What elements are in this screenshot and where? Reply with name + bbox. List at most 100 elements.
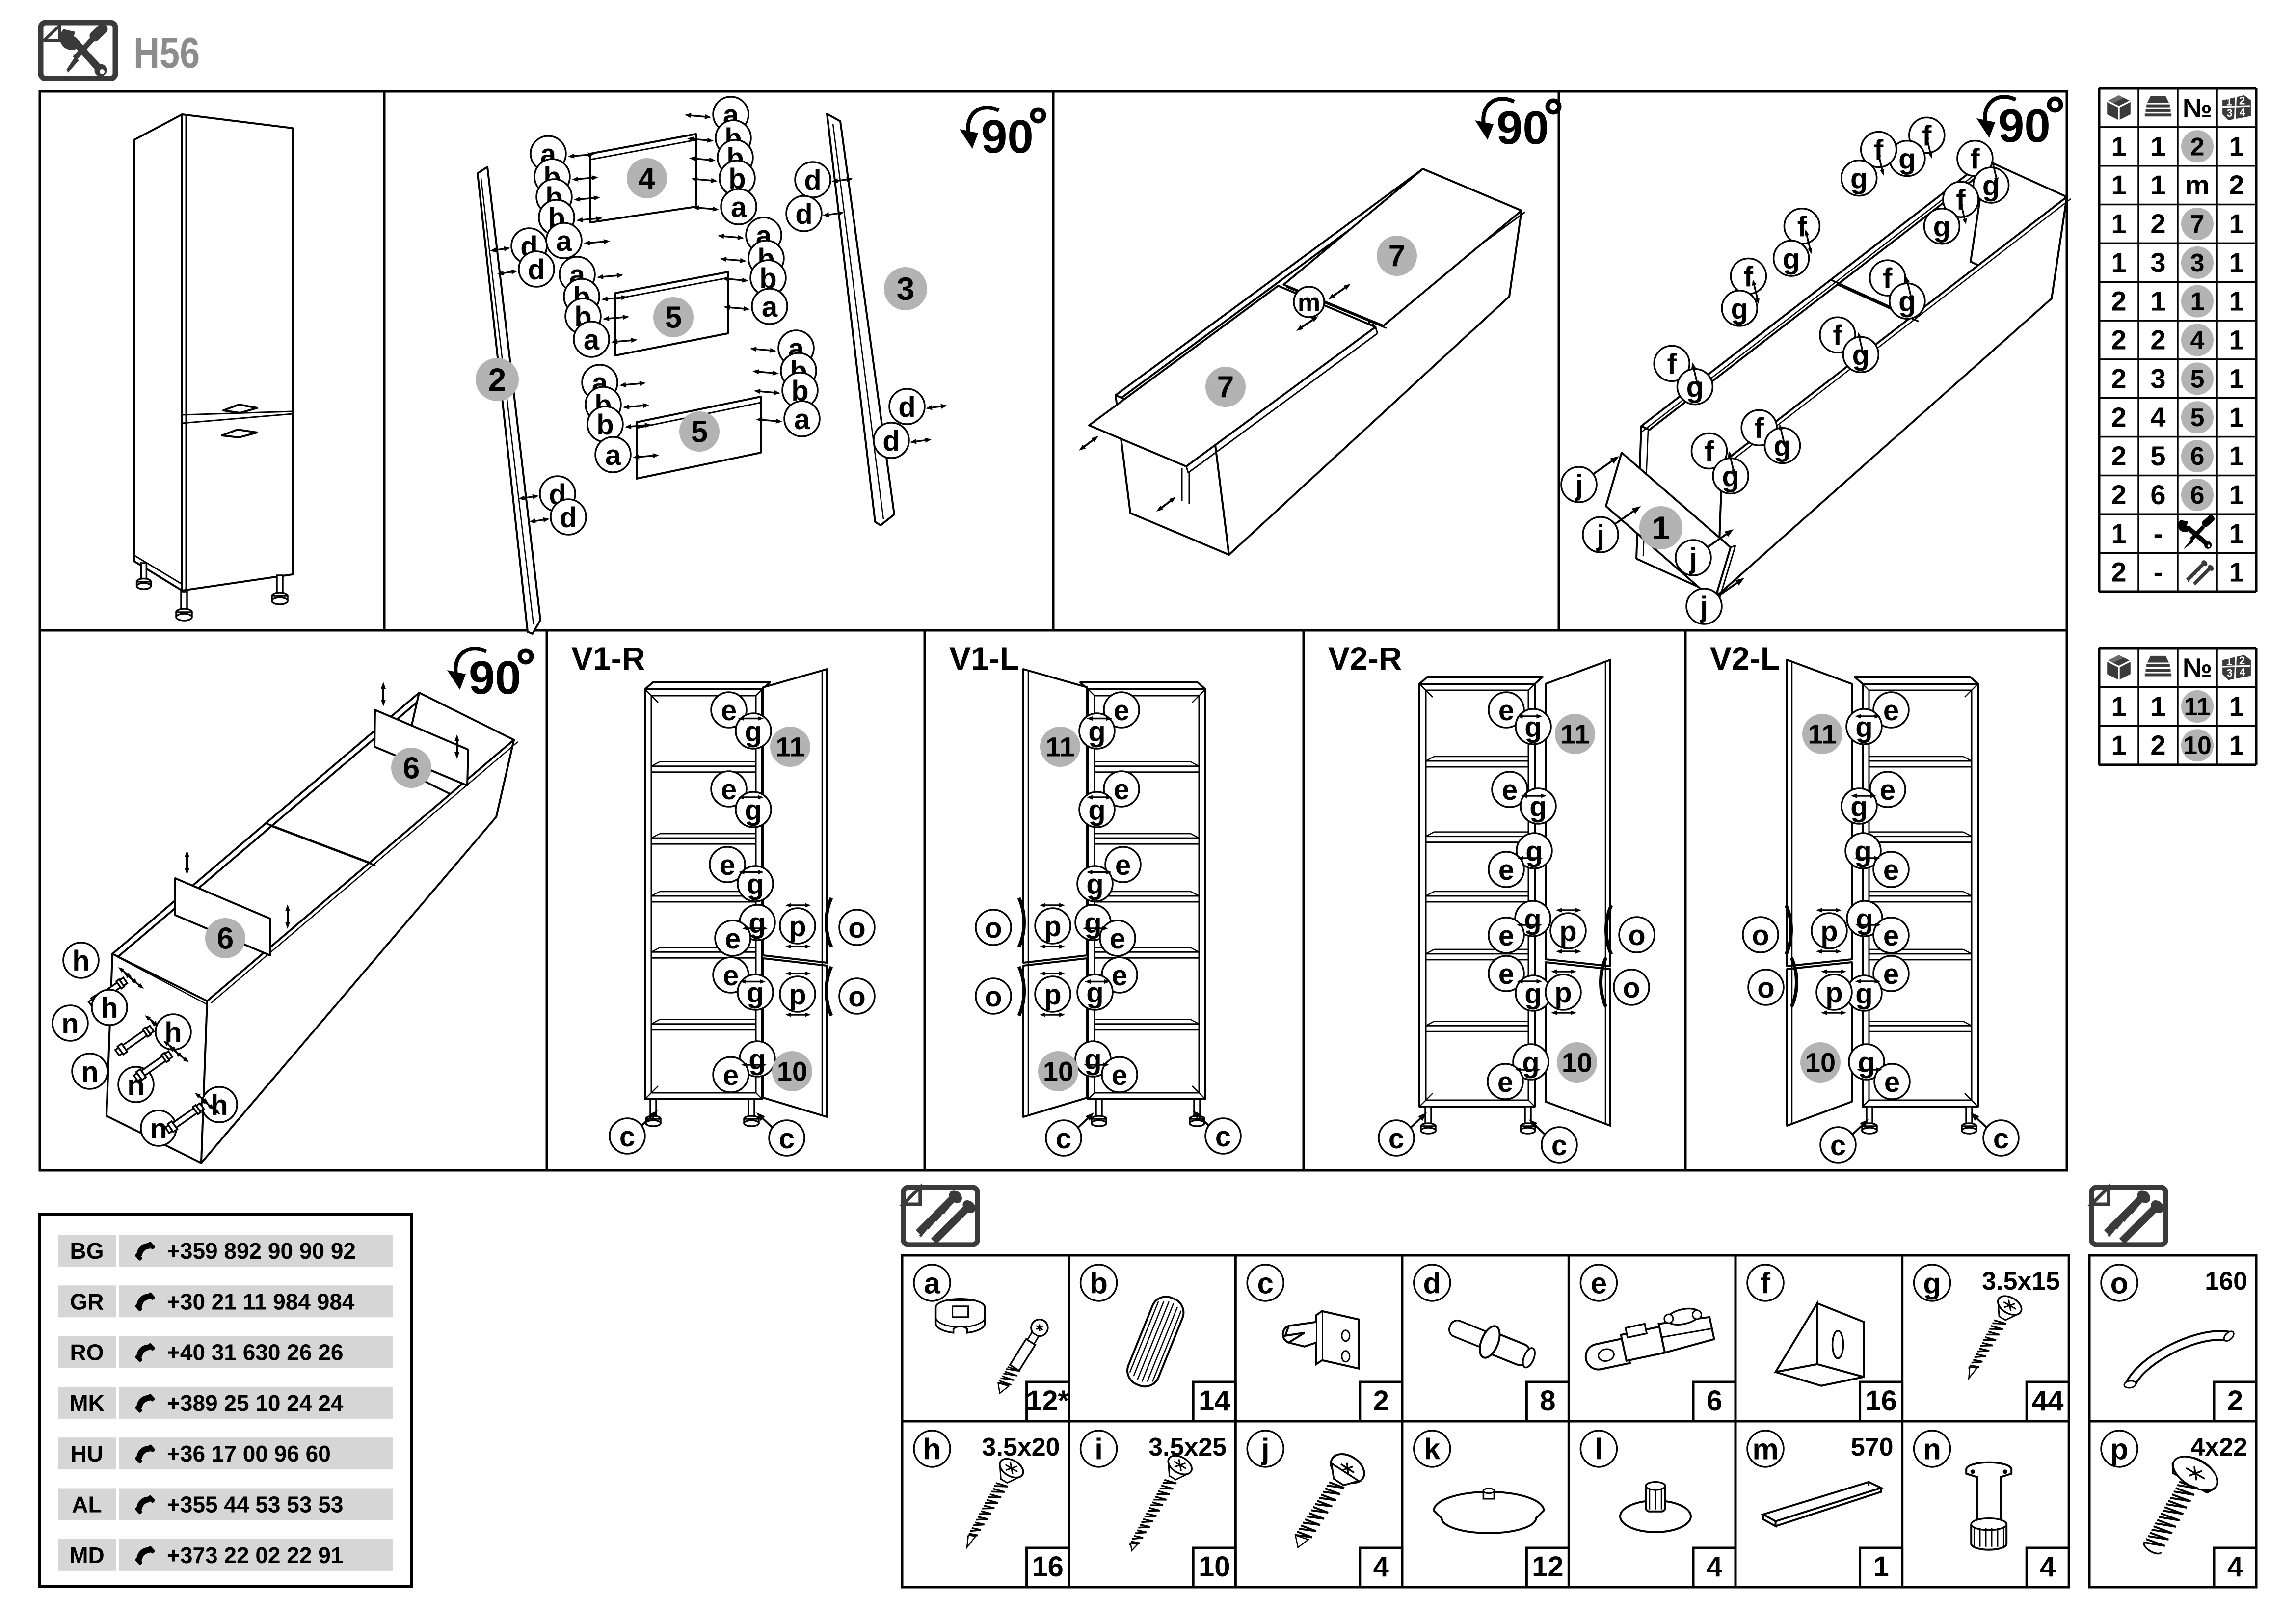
svg-text:g: g <box>1855 978 1872 1010</box>
svg-text:11: 11 <box>775 731 804 762</box>
svg-text:a: a <box>794 404 810 435</box>
svg-text:+40 31 630 26 26: +40 31 630 26 26 <box>167 1340 343 1365</box>
svg-text:3.5x15: 3.5x15 <box>1982 1267 2060 1296</box>
svg-text:g: g <box>1898 143 1916 175</box>
svg-text:HU: HU <box>71 1441 103 1466</box>
svg-text:c: c <box>1388 1123 1404 1155</box>
svg-text:a: a <box>731 191 747 223</box>
svg-text:2: 2 <box>2150 325 2165 355</box>
svg-text:d: d <box>804 164 821 196</box>
svg-text:1: 1 <box>2229 479 2244 510</box>
svg-text:1: 1 <box>2229 247 2244 278</box>
svg-text:p: p <box>789 979 806 1011</box>
svg-text:e: e <box>1883 854 1899 886</box>
svg-text:BG: BG <box>70 1238 104 1264</box>
svg-text:GR: GR <box>70 1289 104 1314</box>
svg-text:d: d <box>898 391 915 423</box>
svg-text:p: p <box>789 911 806 943</box>
svg-text:MD: MD <box>69 1543 105 1568</box>
svg-text:g: g <box>748 907 766 939</box>
svg-text:e: e <box>721 695 737 727</box>
svg-text:j: j <box>1596 519 1604 551</box>
svg-text:2: 2 <box>2150 208 2165 239</box>
svg-text:2: 2 <box>2111 402 2126 433</box>
svg-text:RO: RO <box>70 1340 104 1365</box>
svg-text:V2-L: V2-L <box>1710 640 1780 677</box>
svg-text:4: 4 <box>2040 1551 2056 1583</box>
svg-text:g: g <box>745 794 762 826</box>
svg-text:f: f <box>1883 263 1893 295</box>
svg-text:c: c <box>619 1121 635 1153</box>
svg-text:g: g <box>1850 163 1868 195</box>
svg-text:1: 1 <box>2111 730 2126 760</box>
svg-text:V1-R: V1-R <box>571 640 645 677</box>
svg-text:1: 1 <box>2150 691 2165 722</box>
svg-text:1: 1 <box>2229 730 2244 760</box>
svg-text:6: 6 <box>2190 481 2205 510</box>
svg-text:g: g <box>1522 1047 1539 1079</box>
svg-text:h: h <box>211 1089 228 1121</box>
svg-text:f: f <box>1744 261 1754 293</box>
svg-text:2: 2 <box>2111 479 2126 510</box>
svg-text:1: 1 <box>2229 440 2244 471</box>
svg-text:c: c <box>1257 1267 1274 1300</box>
svg-text:570: 570 <box>1851 1433 1894 1462</box>
svg-text:g: g <box>748 1044 766 1076</box>
svg-text:12*: 12* <box>1026 1385 1069 1417</box>
svg-text:+30 21 11 984 984: +30 21 11 984 984 <box>167 1289 355 1314</box>
svg-text:4: 4 <box>639 162 656 196</box>
svg-text:g: g <box>745 716 762 748</box>
svg-text:f: f <box>1667 348 1677 380</box>
svg-text:4: 4 <box>2227 1551 2243 1583</box>
svg-text:g: g <box>1858 1047 1875 1079</box>
svg-text:3: 3 <box>2226 667 2232 679</box>
svg-text:+389 25 10 24 24: +389 25 10 24 24 <box>167 1390 344 1416</box>
svg-text:e: e <box>1880 774 1896 806</box>
svg-text:90: 90 <box>469 651 521 704</box>
svg-text:1: 1 <box>2150 286 2165 317</box>
svg-text:f: f <box>1970 143 1980 175</box>
svg-text:3: 3 <box>897 271 915 307</box>
svg-text:e: e <box>1884 1066 1900 1098</box>
svg-text:a: a <box>762 291 778 323</box>
svg-text:g: g <box>1088 716 1105 748</box>
svg-text:44: 44 <box>2032 1385 2064 1417</box>
svg-text:2: 2 <box>2111 363 2126 394</box>
svg-text:1: 1 <box>1652 510 1670 546</box>
svg-text:1: 1 <box>2229 518 2244 549</box>
svg-text:p: p <box>1554 977 1572 1009</box>
svg-text:2: 2 <box>2111 325 2126 355</box>
svg-text:5: 5 <box>665 301 682 335</box>
svg-text:1: 1 <box>2190 288 2205 316</box>
svg-text:+359 892 90 90 92: +359 892 90 90 92 <box>167 1238 356 1264</box>
svg-text:2: 2 <box>2239 95 2245 107</box>
svg-text:j: j <box>1261 1433 1270 1466</box>
svg-text:MK: MK <box>69 1390 105 1416</box>
svg-text:e: e <box>720 849 735 881</box>
svg-text:f: f <box>1874 134 1884 166</box>
svg-text:1: 1 <box>2229 325 2244 355</box>
svg-text:-: - <box>2154 518 2163 549</box>
svg-text:m: m <box>2185 169 2210 200</box>
svg-text:e: e <box>1498 958 1514 990</box>
svg-text:f: f <box>1833 320 1842 352</box>
svg-text:1: 1 <box>2229 363 2244 394</box>
svg-text:g: g <box>747 868 764 900</box>
svg-text:g: g <box>1898 286 1916 318</box>
svg-text:5: 5 <box>2190 365 2205 393</box>
svg-text:10: 10 <box>1562 1047 1592 1078</box>
svg-text:o: o <box>848 912 865 944</box>
svg-text:4x22: 4x22 <box>2190 1433 2247 1462</box>
svg-text:h: h <box>923 1433 941 1466</box>
svg-text:4: 4 <box>2190 326 2205 355</box>
svg-text:d: d <box>560 502 577 534</box>
svg-text:6: 6 <box>1707 1385 1722 1417</box>
svg-text:11: 11 <box>1045 731 1074 762</box>
svg-text:3: 3 <box>2226 107 2232 119</box>
svg-text:2: 2 <box>2190 133 2205 161</box>
svg-text:3: 3 <box>2150 363 2165 394</box>
svg-text:1: 1 <box>2111 169 2126 200</box>
svg-text:a: a <box>605 439 621 471</box>
svg-text:1: 1 <box>2150 169 2165 200</box>
svg-text:3.5x20: 3.5x20 <box>982 1433 1060 1462</box>
